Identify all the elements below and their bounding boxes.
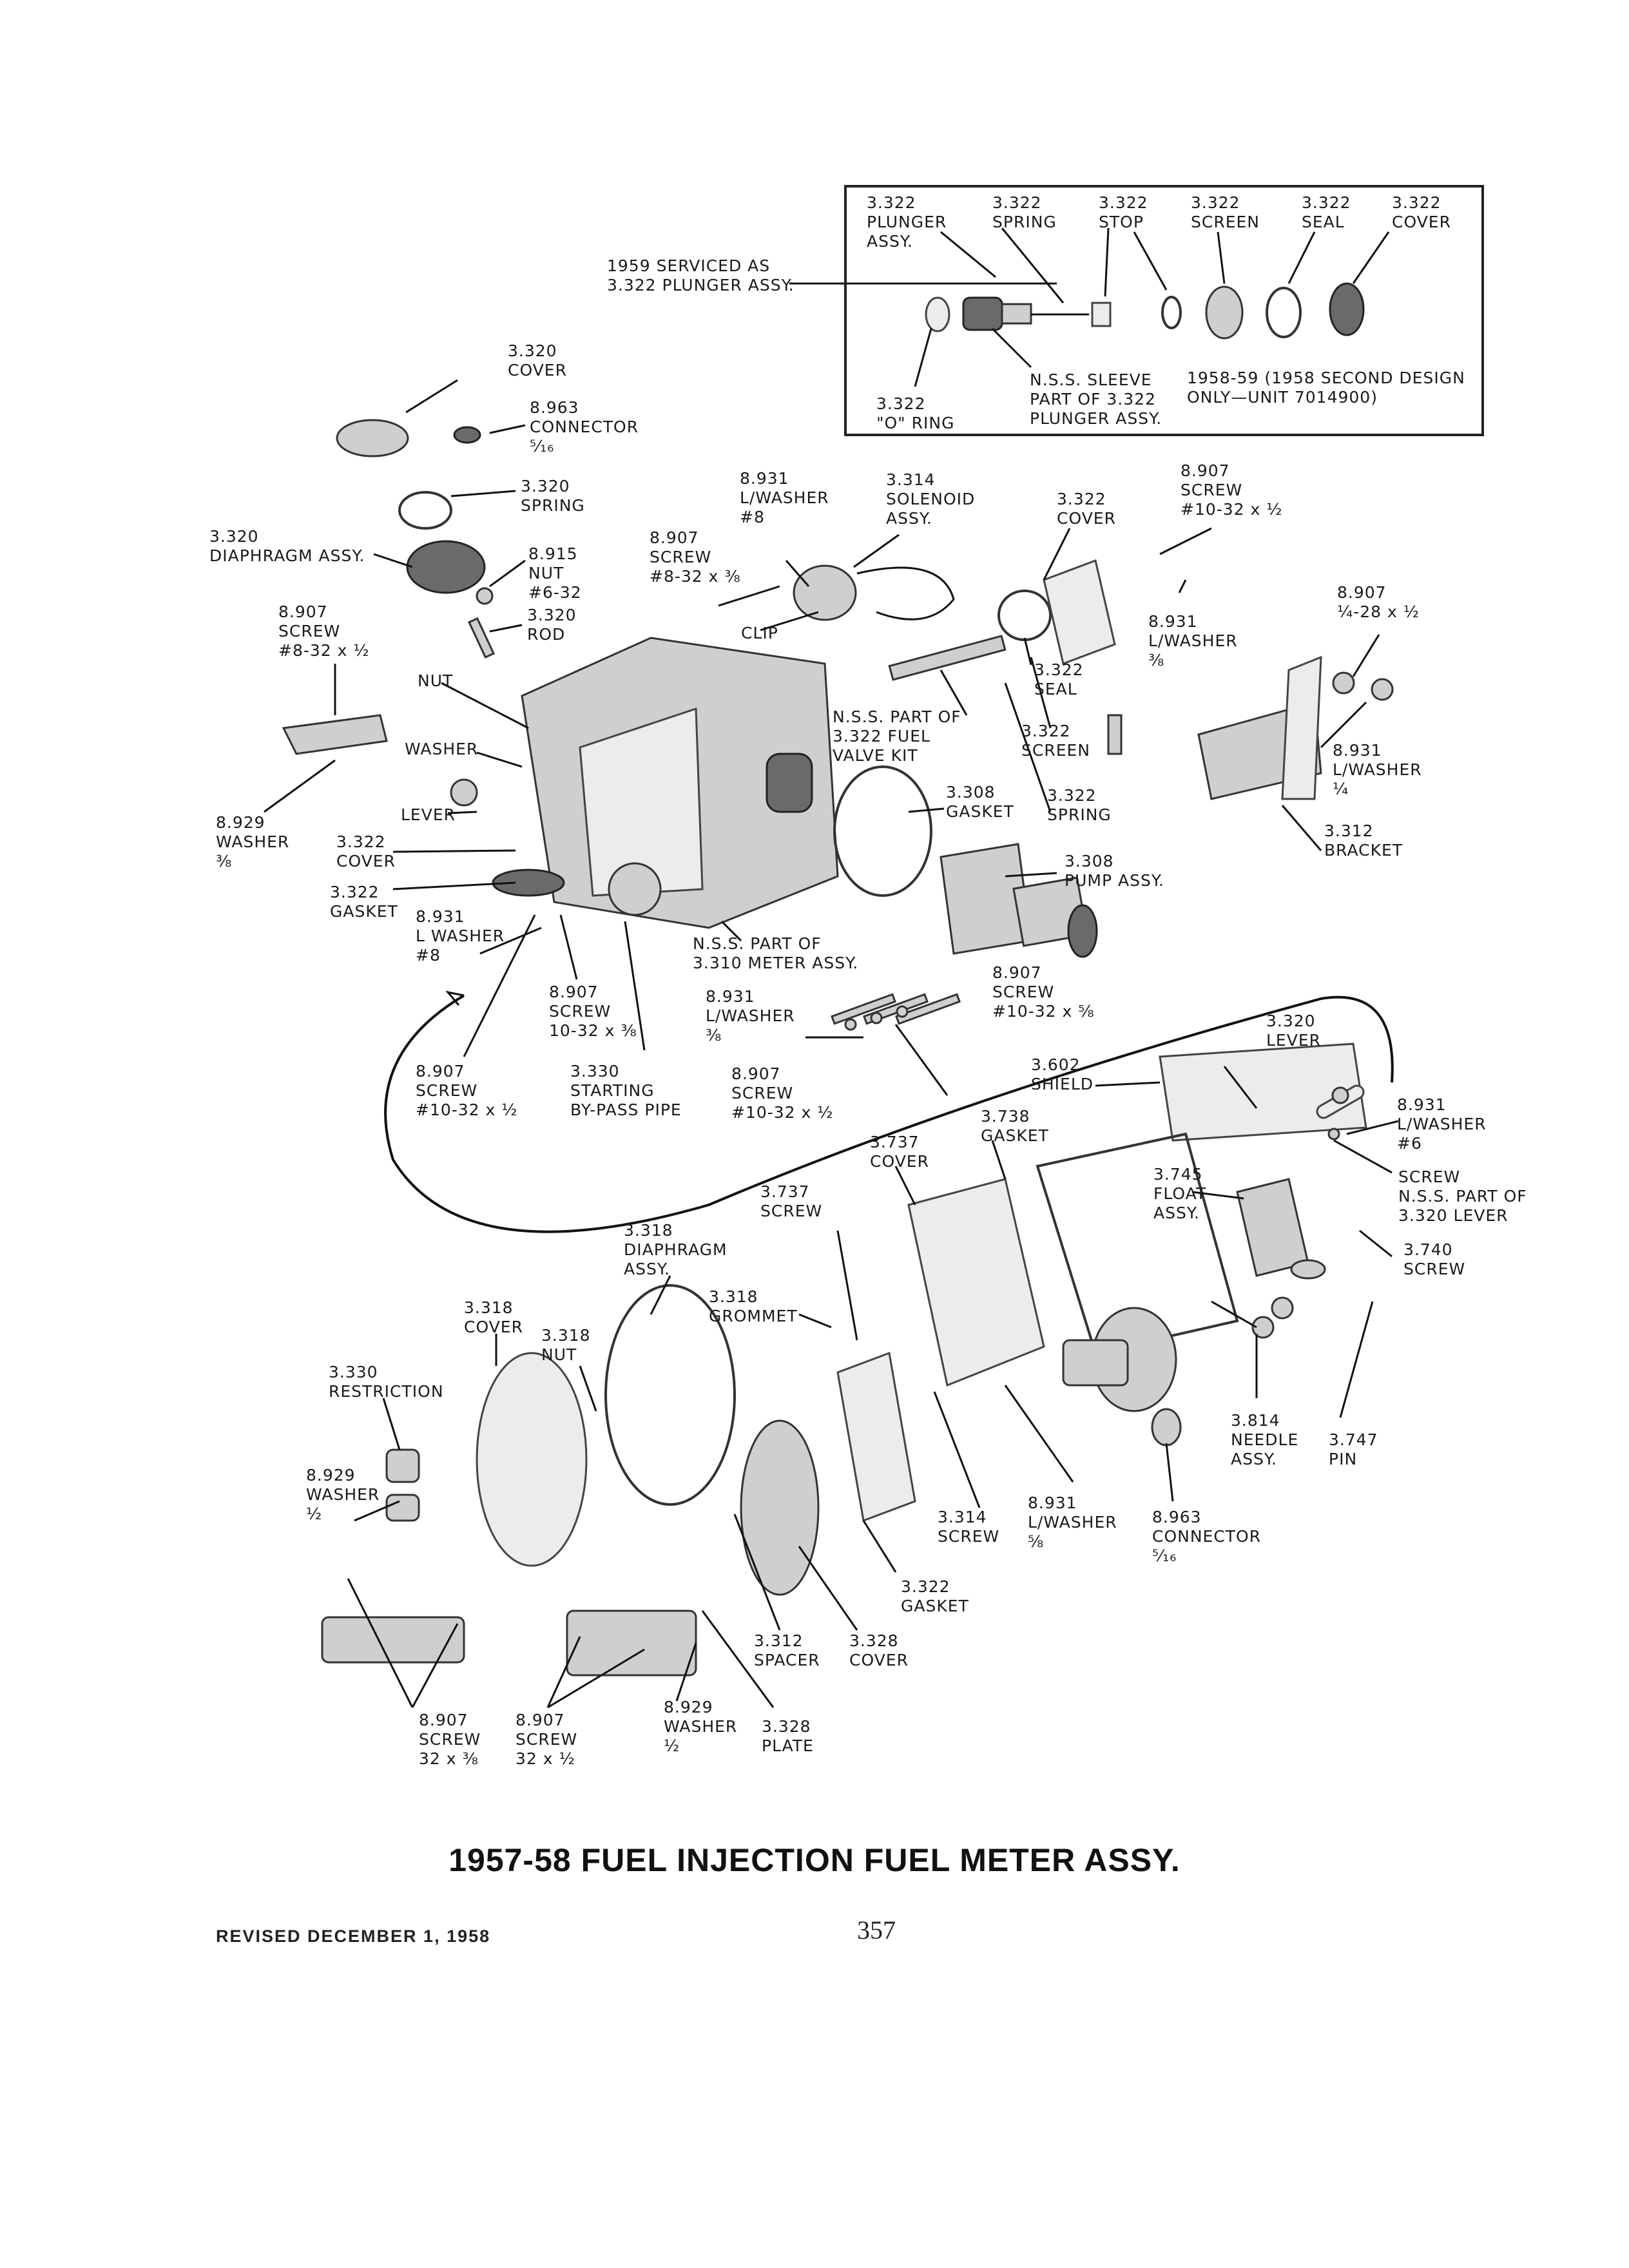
inset-leaders (789, 227, 1390, 387)
main-leaders (264, 379, 1399, 1709)
label-nut: NUT (418, 671, 454, 690)
inset-panel (844, 185, 1484, 436)
page-title: 1957-58 FUEL INJECTION FUEL METER ASSY. (448, 1842, 1181, 1878)
inset-label-oring: 3.322"O" RING (876, 394, 955, 432)
connector-curve (384, 994, 1394, 1233)
inset-parts (925, 282, 1365, 340)
middle-screws (831, 993, 961, 1031)
diaphragm-group (321, 1284, 916, 1677)
revised-date: REVISED DECEMBER 1, 1958 (216, 1927, 491, 1946)
float-chamber (907, 1132, 1326, 1446)
page-number: 357 (857, 1916, 896, 1945)
upper-left-parts (336, 419, 496, 659)
solenoid-area (793, 559, 1394, 800)
meter-body (282, 637, 839, 929)
label-lever: LEVER (401, 805, 456, 824)
shield-lever (1159, 1043, 1367, 1142)
label-clip: CLIP (741, 624, 778, 642)
pump-assembly (833, 765, 1098, 958)
label-washer: WASHER (405, 740, 479, 758)
